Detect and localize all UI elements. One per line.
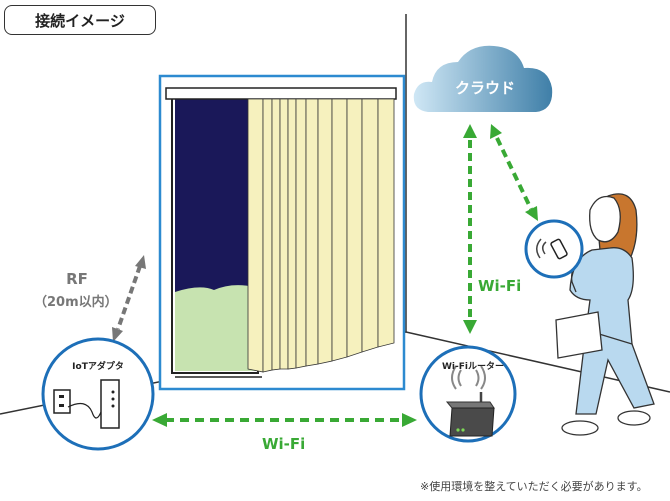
iot-adapter-icon	[41, 337, 155, 451]
clipboard	[555, 311, 603, 359]
rf-arrow	[112, 255, 146, 342]
footnote: ※使用環境を整えていただく必要があります。	[420, 480, 648, 493]
cloud-icon	[413, 45, 553, 112]
router-label: Wi-Fiルーター	[442, 362, 504, 372]
curtain-rail	[165, 87, 397, 100]
adapter-box	[100, 379, 120, 429]
outdoor-grass	[175, 285, 255, 371]
diagram-title: 接続イメージ	[4, 5, 156, 35]
router-icon	[419, 345, 517, 443]
wall-outlet	[53, 389, 71, 414]
wifi-label-vertical: Wi-Fi	[478, 277, 522, 295]
smartphone-icon	[524, 219, 584, 279]
wifi-label-horizontal: Wi-Fi	[262, 435, 306, 453]
wifi-arrow-cloud-phone	[490, 124, 538, 221]
cloud-label: クラウド	[454, 79, 515, 97]
wifi-arrow-cloud-router	[463, 124, 477, 334]
rf-range-label: （20m以内）	[34, 295, 118, 310]
rf-label: RF	[66, 270, 88, 288]
curtain-slats	[247, 98, 395, 373]
iot-adapter-label: IoTアダプタ	[72, 362, 124, 372]
wifi-arrow-adapter-router	[152, 413, 417, 427]
curtain-window-figure	[158, 74, 406, 391]
